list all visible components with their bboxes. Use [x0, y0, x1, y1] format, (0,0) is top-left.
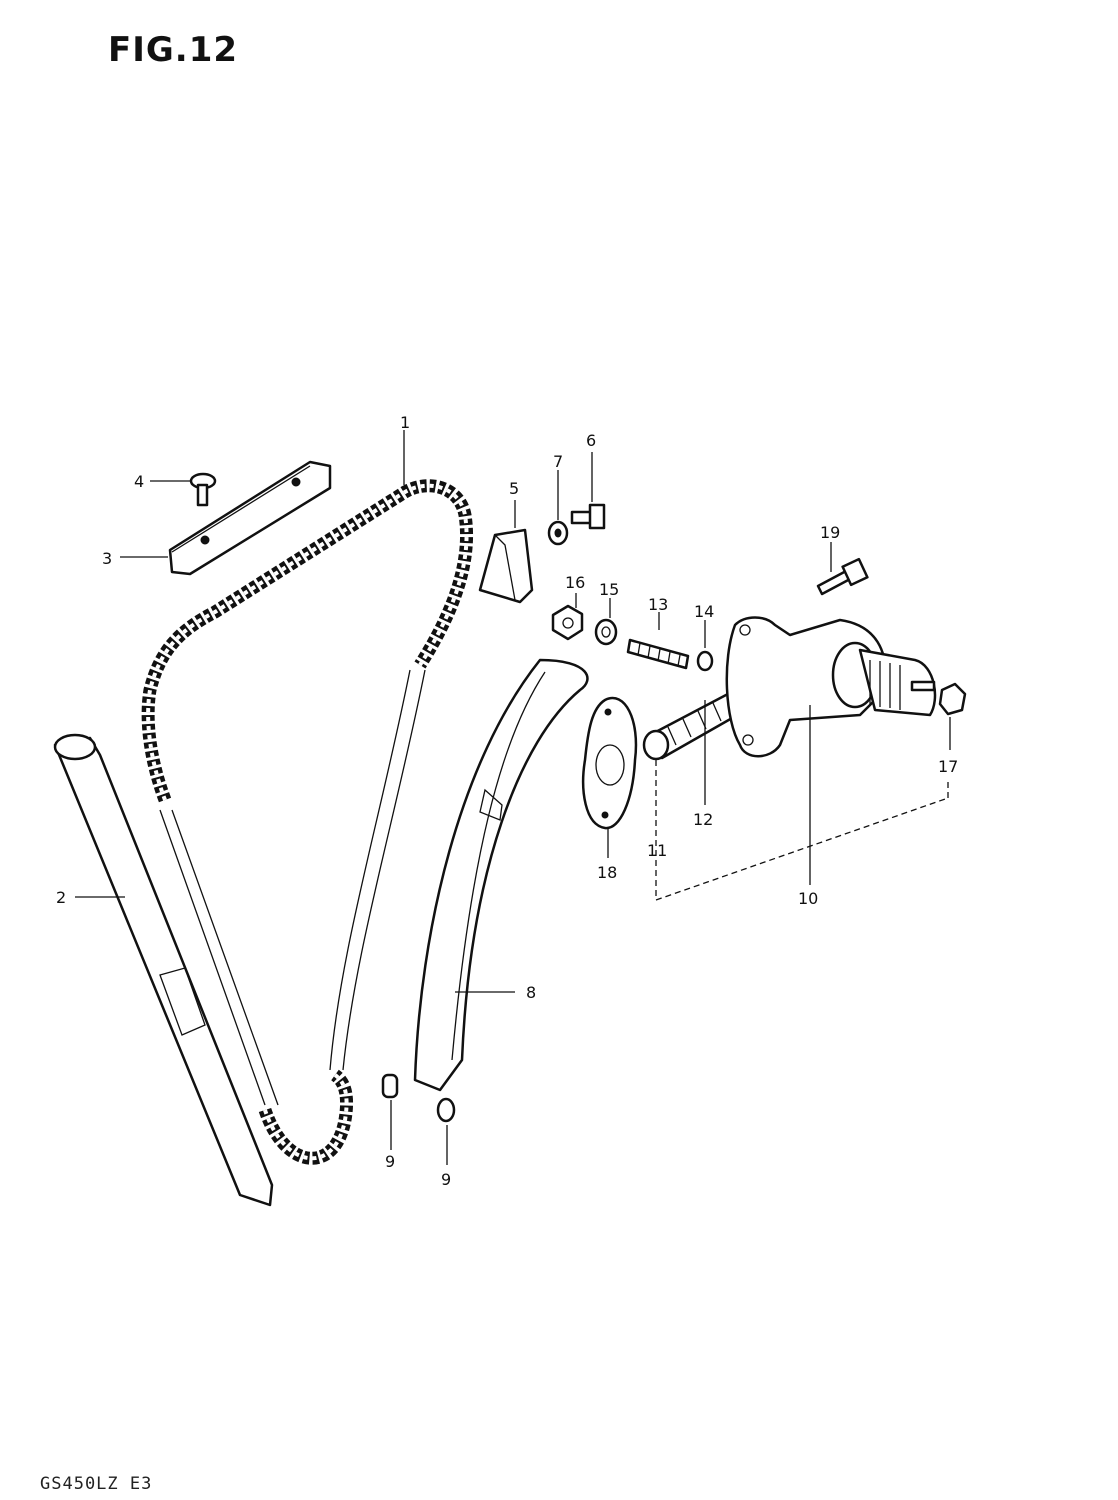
- callout-5: 5: [509, 479, 519, 498]
- pin-9b: [436, 1097, 456, 1123]
- pin-9a: [381, 1073, 399, 1099]
- gasket-18: [581, 696, 638, 830]
- damper-5: [478, 528, 534, 604]
- washer-7: [547, 520, 569, 546]
- leader-lines: [75, 430, 951, 1165]
- callout-17: 17: [938, 757, 958, 776]
- cam-chain: [141, 479, 474, 1165]
- callout-6: 6: [586, 431, 596, 450]
- callout-labels: 1 2 3 4 5 6 7 8 9 9 10 11 12 13 14 15 16…: [56, 413, 958, 1189]
- callout-1: 1: [400, 413, 410, 432]
- callout-2: 2: [56, 888, 66, 907]
- figure-title: FIG.12: [108, 30, 239, 70]
- nut-16: [551, 604, 584, 641]
- chain-guide-front: [53, 733, 274, 1207]
- chain-guide-tensioner: [413, 658, 589, 1092]
- callout-9a: 9: [385, 1152, 395, 1171]
- bolt-6: [570, 503, 606, 530]
- callout-3: 3: [102, 549, 112, 568]
- callout-18: 18: [597, 863, 617, 882]
- callout-15: 15: [599, 580, 619, 599]
- callout-16: 16: [565, 573, 585, 592]
- callout-11: 11: [647, 841, 667, 860]
- washer-15: [594, 618, 618, 646]
- bolt-19: [816, 557, 869, 596]
- callout-7: 7: [553, 452, 563, 471]
- callout-19: 19: [820, 523, 840, 542]
- callout-14: 14: [694, 602, 714, 621]
- spring-13: [626, 638, 690, 670]
- screw-4: [189, 472, 217, 507]
- cap-17: [938, 682, 967, 716]
- chain-guide-top: [168, 460, 332, 576]
- callout-8: 8: [526, 983, 536, 1002]
- washer-14: [696, 650, 714, 672]
- callout-9b: 9: [441, 1170, 451, 1189]
- callout-4: 4: [134, 472, 144, 491]
- callout-12: 12: [693, 810, 713, 829]
- model-code: GS450LZ E3: [40, 1474, 153, 1494]
- callout-10: 10: [798, 889, 818, 908]
- tensioner-body-10: [725, 616, 937, 758]
- callout-13: 13: [648, 595, 668, 614]
